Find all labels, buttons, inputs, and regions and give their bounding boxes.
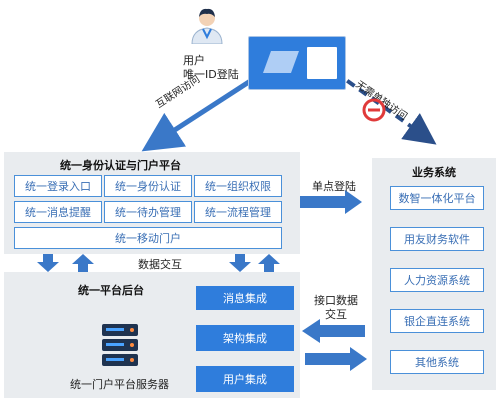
internet-access-arrow [141,75,257,152]
data-exchange-arrow-4 [258,254,280,272]
system-other: 其他系统 [390,350,484,374]
server-icon [100,322,140,370]
single-sign-on-arrow [300,190,362,214]
unified-identity-auth-box: 统一身份认证 [104,175,192,197]
forbidden-icon [362,98,386,122]
interface-arrow-right [305,347,367,371]
unified-org-permission-box: 统一组织权限 [194,175,282,197]
unified-mobile-portal-box: 统一移动门户 [14,227,282,249]
server-label: 统一门户平台服务器 [70,378,169,391]
identity-platform-title: 统一身份认证与门户平台 [60,159,181,172]
single-sign-on-label: 单点登陆 [312,180,356,193]
architecture-integration-box: 架构集成 [196,325,294,351]
unified-todo-management-box: 统一待办管理 [104,201,192,223]
data-exchange-arrow-2 [72,254,94,272]
interface-data-label-line2: 交互 [325,308,347,321]
user-sublabel: 唯一ID登陆 [183,68,239,81]
login-form-icon [307,47,337,79]
system-yonyou-finance: 用友财务软件 [390,227,484,251]
system-digital-platform: 数智一体化平台 [390,186,484,210]
system-hr: 人力资源系统 [390,268,484,292]
city-graphic-icon [262,51,300,73]
user-label: 用户 [183,54,205,67]
business-systems-title: 业务系统 [412,166,456,179]
no-access-dashed-arrow [333,70,437,145]
data-exchange-arrow-1 [37,254,59,272]
system-bank-enterprise: 银企直连系统 [390,309,484,333]
interface-data-label-line1: 接口数据 [314,294,358,307]
message-integration-box: 消息集成 [196,286,294,310]
unified-process-management-box: 统一流程管理 [194,201,282,223]
unified-login-entry-box: 统一登录入口 [14,175,102,197]
unified-message-alert-box: 统一消息提醒 [14,201,102,223]
interface-arrow-left [302,319,365,343]
user-avatar-icon [190,6,224,45]
backend-title: 统一平台后台 [78,284,144,297]
data-exchange-label: 数据交互 [138,258,182,271]
data-exchange-arrow-3 [229,254,251,272]
user-integration-box: 用户集成 [196,366,294,392]
login-screen-image [248,36,346,90]
